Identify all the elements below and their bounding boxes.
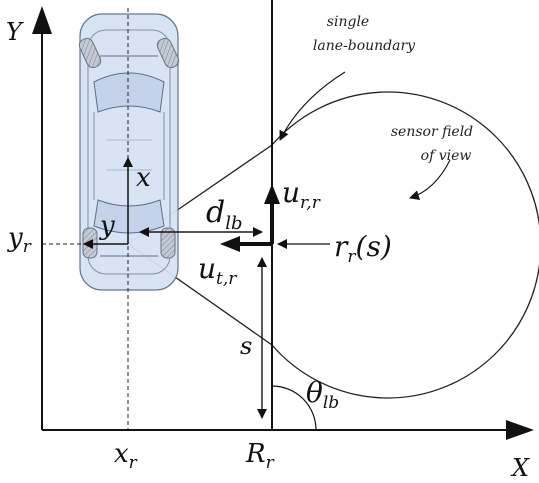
xr-label: xr [114,439,138,473]
sensor-fov-leader [409,159,451,201]
vehicle-x-label: x [136,163,151,193]
lane-boundary-annotation-line1: single [327,14,369,30]
x-axis-label: X [510,454,530,482]
x-axis-arrowhead [506,420,534,440]
world-axes [32,6,534,440]
sensor-field-of-view [126,91,539,399]
vehicle [79,13,179,291]
y-axis-label: Y [6,18,24,46]
rr-s-label: rr(s) [334,230,392,267]
unit-vectors [220,184,280,252]
yr-label: yr [7,223,32,257]
sensor-fov-annotation-line2: of view [421,148,472,164]
Rr-label: Rr [245,439,275,473]
u-rr-arrowhead [264,184,280,204]
vehicle-y-label: y [99,211,115,241]
d-lb-label: dlb [206,195,243,234]
lane-boundary-annotation-line2: lane-boundary [313,38,416,54]
sensor-fov-annotation-line1: sensor field [391,124,473,140]
u-rr-label: ur,r [282,176,321,213]
u-tr-arrowhead [220,236,240,252]
vehicle-frame [83,157,133,249]
theta-angle-arc [271,385,317,431]
u-tr-label: ut,r [198,252,237,289]
s-label: s [240,332,252,360]
theta-lb-label: θlb [306,376,339,413]
y-axis-arrowhead [32,6,52,34]
lane-boundary-leader [279,71,346,141]
